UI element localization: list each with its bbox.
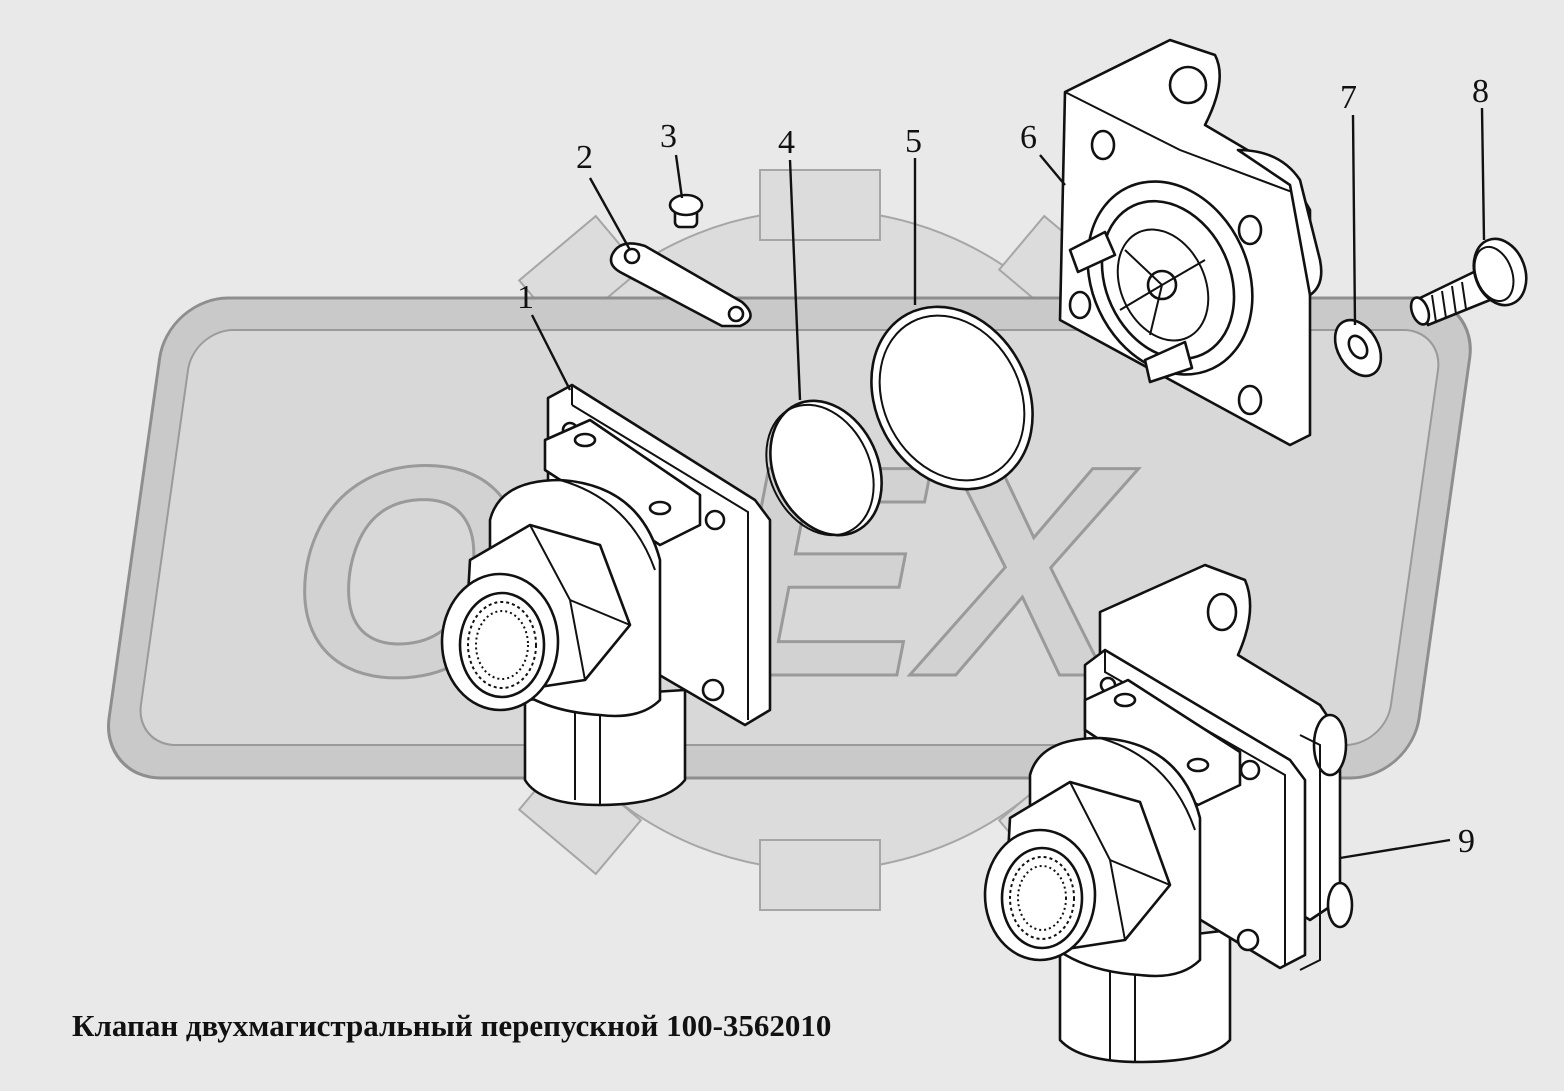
part-6-flange-cover	[1058, 38, 1323, 447]
part-9-valve-assembly	[983, 563, 1354, 1064]
callout-2: 2	[576, 139, 593, 176]
leader-9	[1339, 838, 1451, 860]
part-8-bolt	[1409, 237, 1528, 327]
leader-1	[530, 314, 572, 391]
callout-4: 4	[778, 124, 795, 161]
callout-leaders	[530, 107, 1486, 860]
callout-8: 8	[1472, 73, 1489, 110]
callout-3: 3	[660, 118, 677, 155]
part-4-diaphragm	[765, 399, 883, 537]
callout-6: 6	[1020, 119, 1037, 156]
figure-title: Клапан двухмагистральный перепускной 100…	[72, 1008, 832, 1043]
part-5-o-ring	[870, 305, 1034, 491]
callout-7: 7	[1340, 79, 1357, 116]
leader-8	[1480, 107, 1486, 241]
callout-labels: 1 2 3 4 5 6 7 8 9	[517, 73, 1489, 860]
part-1-valve-body	[440, 383, 772, 807]
callout-9: 9	[1458, 823, 1475, 860]
leader-6	[1039, 154, 1066, 186]
part-7-spring-washer	[1333, 318, 1383, 378]
leader-4	[788, 159, 802, 401]
callout-5: 5	[905, 123, 922, 160]
part-3-rivet	[668, 193, 704, 229]
callout-1: 1	[517, 279, 534, 316]
leader-7	[1351, 114, 1357, 326]
leader-2	[588, 177, 632, 251]
leader-3	[674, 154, 684, 199]
